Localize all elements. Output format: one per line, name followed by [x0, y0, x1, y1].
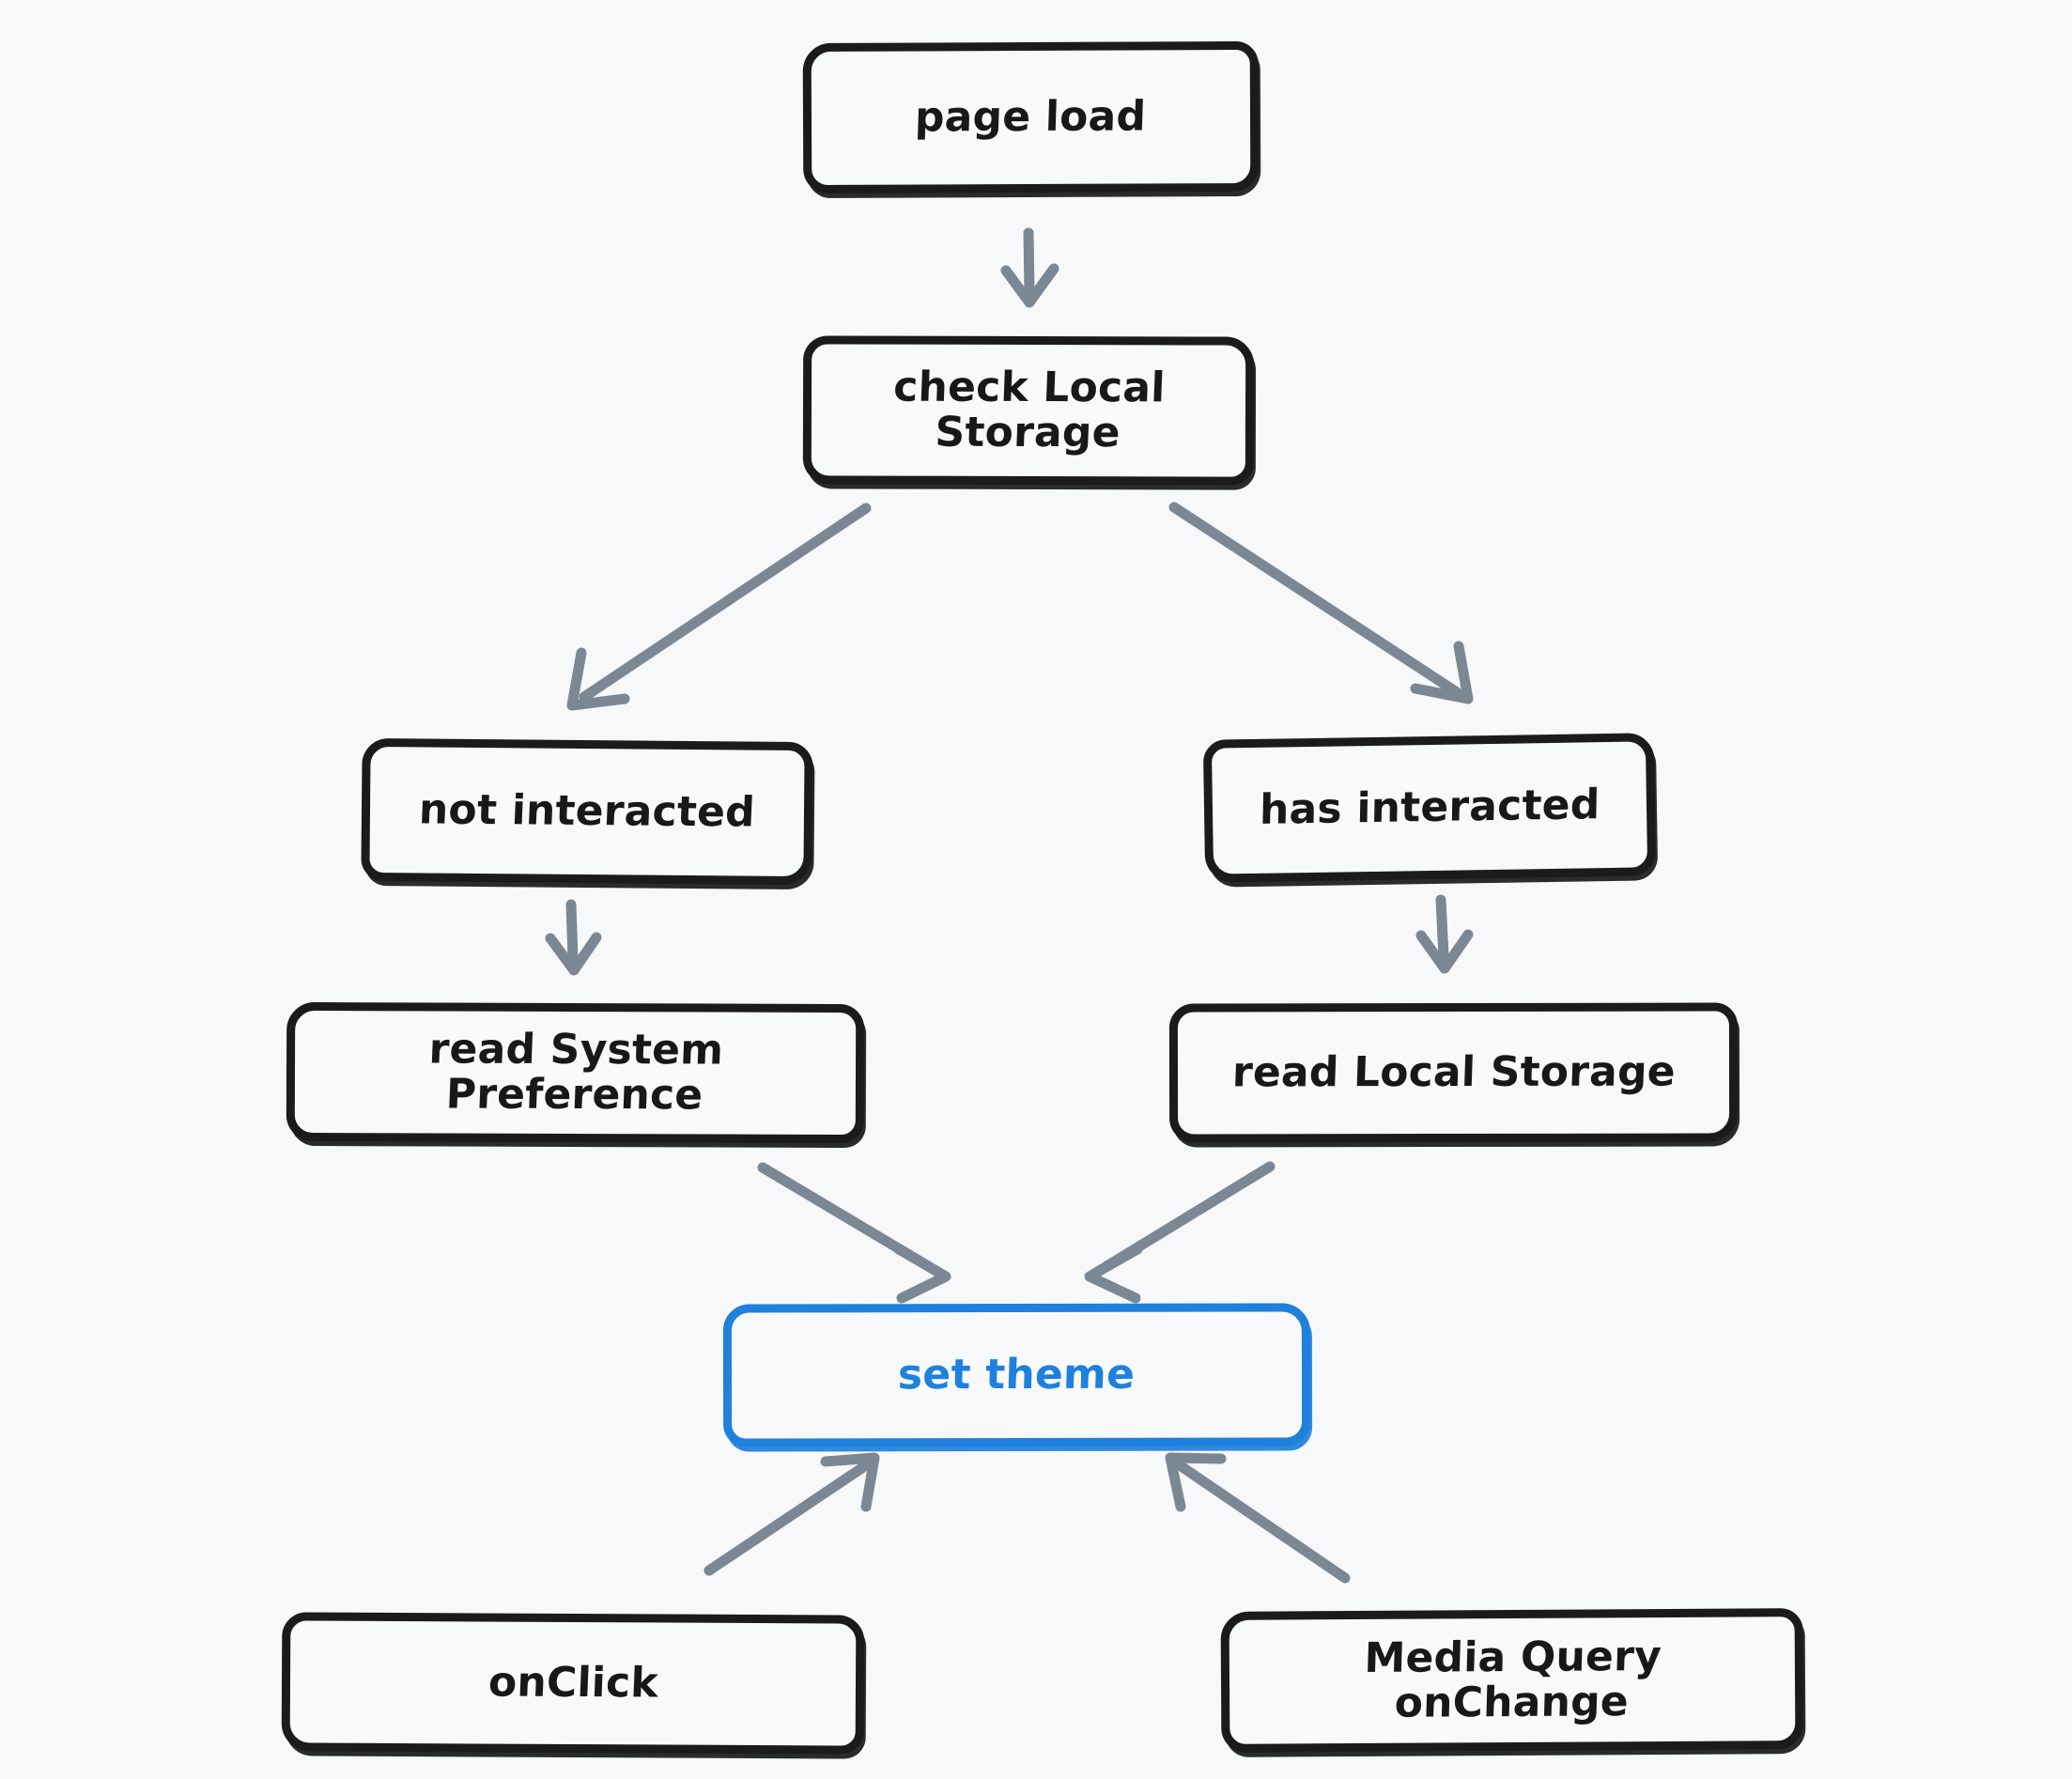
node-read-local-storage[interactable]: read Local Storage: [1168, 1002, 1739, 1143]
node-check-local-storage-label: check Local Storage: [892, 363, 1167, 457]
node-has-interacted[interactable]: has interacted: [1202, 733, 1657, 883]
node-not-interacted-label: not interacted: [418, 785, 757, 837]
node-onclick-label: onClick: [487, 1658, 659, 1708]
node-onclick[interactable]: onClick: [281, 1612, 865, 1755]
node-media-query-onchange-label: Media Query onChange: [1363, 1632, 1662, 1727]
node-read-system-preference[interactable]: read System Preference: [286, 1001, 865, 1144]
edge-check-storage-to-has-interacted: [1168, 502, 1474, 704]
node-page-load-label: page load: [914, 92, 1148, 142]
node-page-load[interactable]: page load: [802, 40, 1260, 194]
node-media-query-onchange[interactable]: Media Query onChange: [1220, 1608, 1804, 1753]
edge-page-load-to-check-storage: [1000, 227, 1059, 308]
node-has-interacted-label: has interacted: [1259, 780, 1600, 834]
edge-has-interacted-to-read-storage: [1415, 894, 1474, 974]
node-set-theme-label: set theme: [897, 1350, 1137, 1400]
node-read-local-storage-label: read Local Storage: [1230, 1047, 1677, 1097]
edge-read-storage-to-set-theme: [1084, 1161, 1276, 1304]
node-check-local-storage[interactable]: check Local Storage: [802, 335, 1255, 486]
edge-onclick-to-set-theme: [704, 1452, 880, 1576]
edge-check-storage-to-not-interacted: [566, 503, 872, 711]
edge-media-query-to-set-theme: [1165, 1452, 1351, 1584]
node-not-interacted[interactable]: not interacted: [361, 737, 813, 886]
node-read-system-preference-label: read System Preference: [427, 1025, 725, 1120]
edge-not-interacted-to-read-system: [545, 899, 602, 976]
edge-read-system-to-set-theme: [757, 1162, 951, 1304]
node-set-theme[interactable]: set theme: [722, 1303, 1311, 1447]
